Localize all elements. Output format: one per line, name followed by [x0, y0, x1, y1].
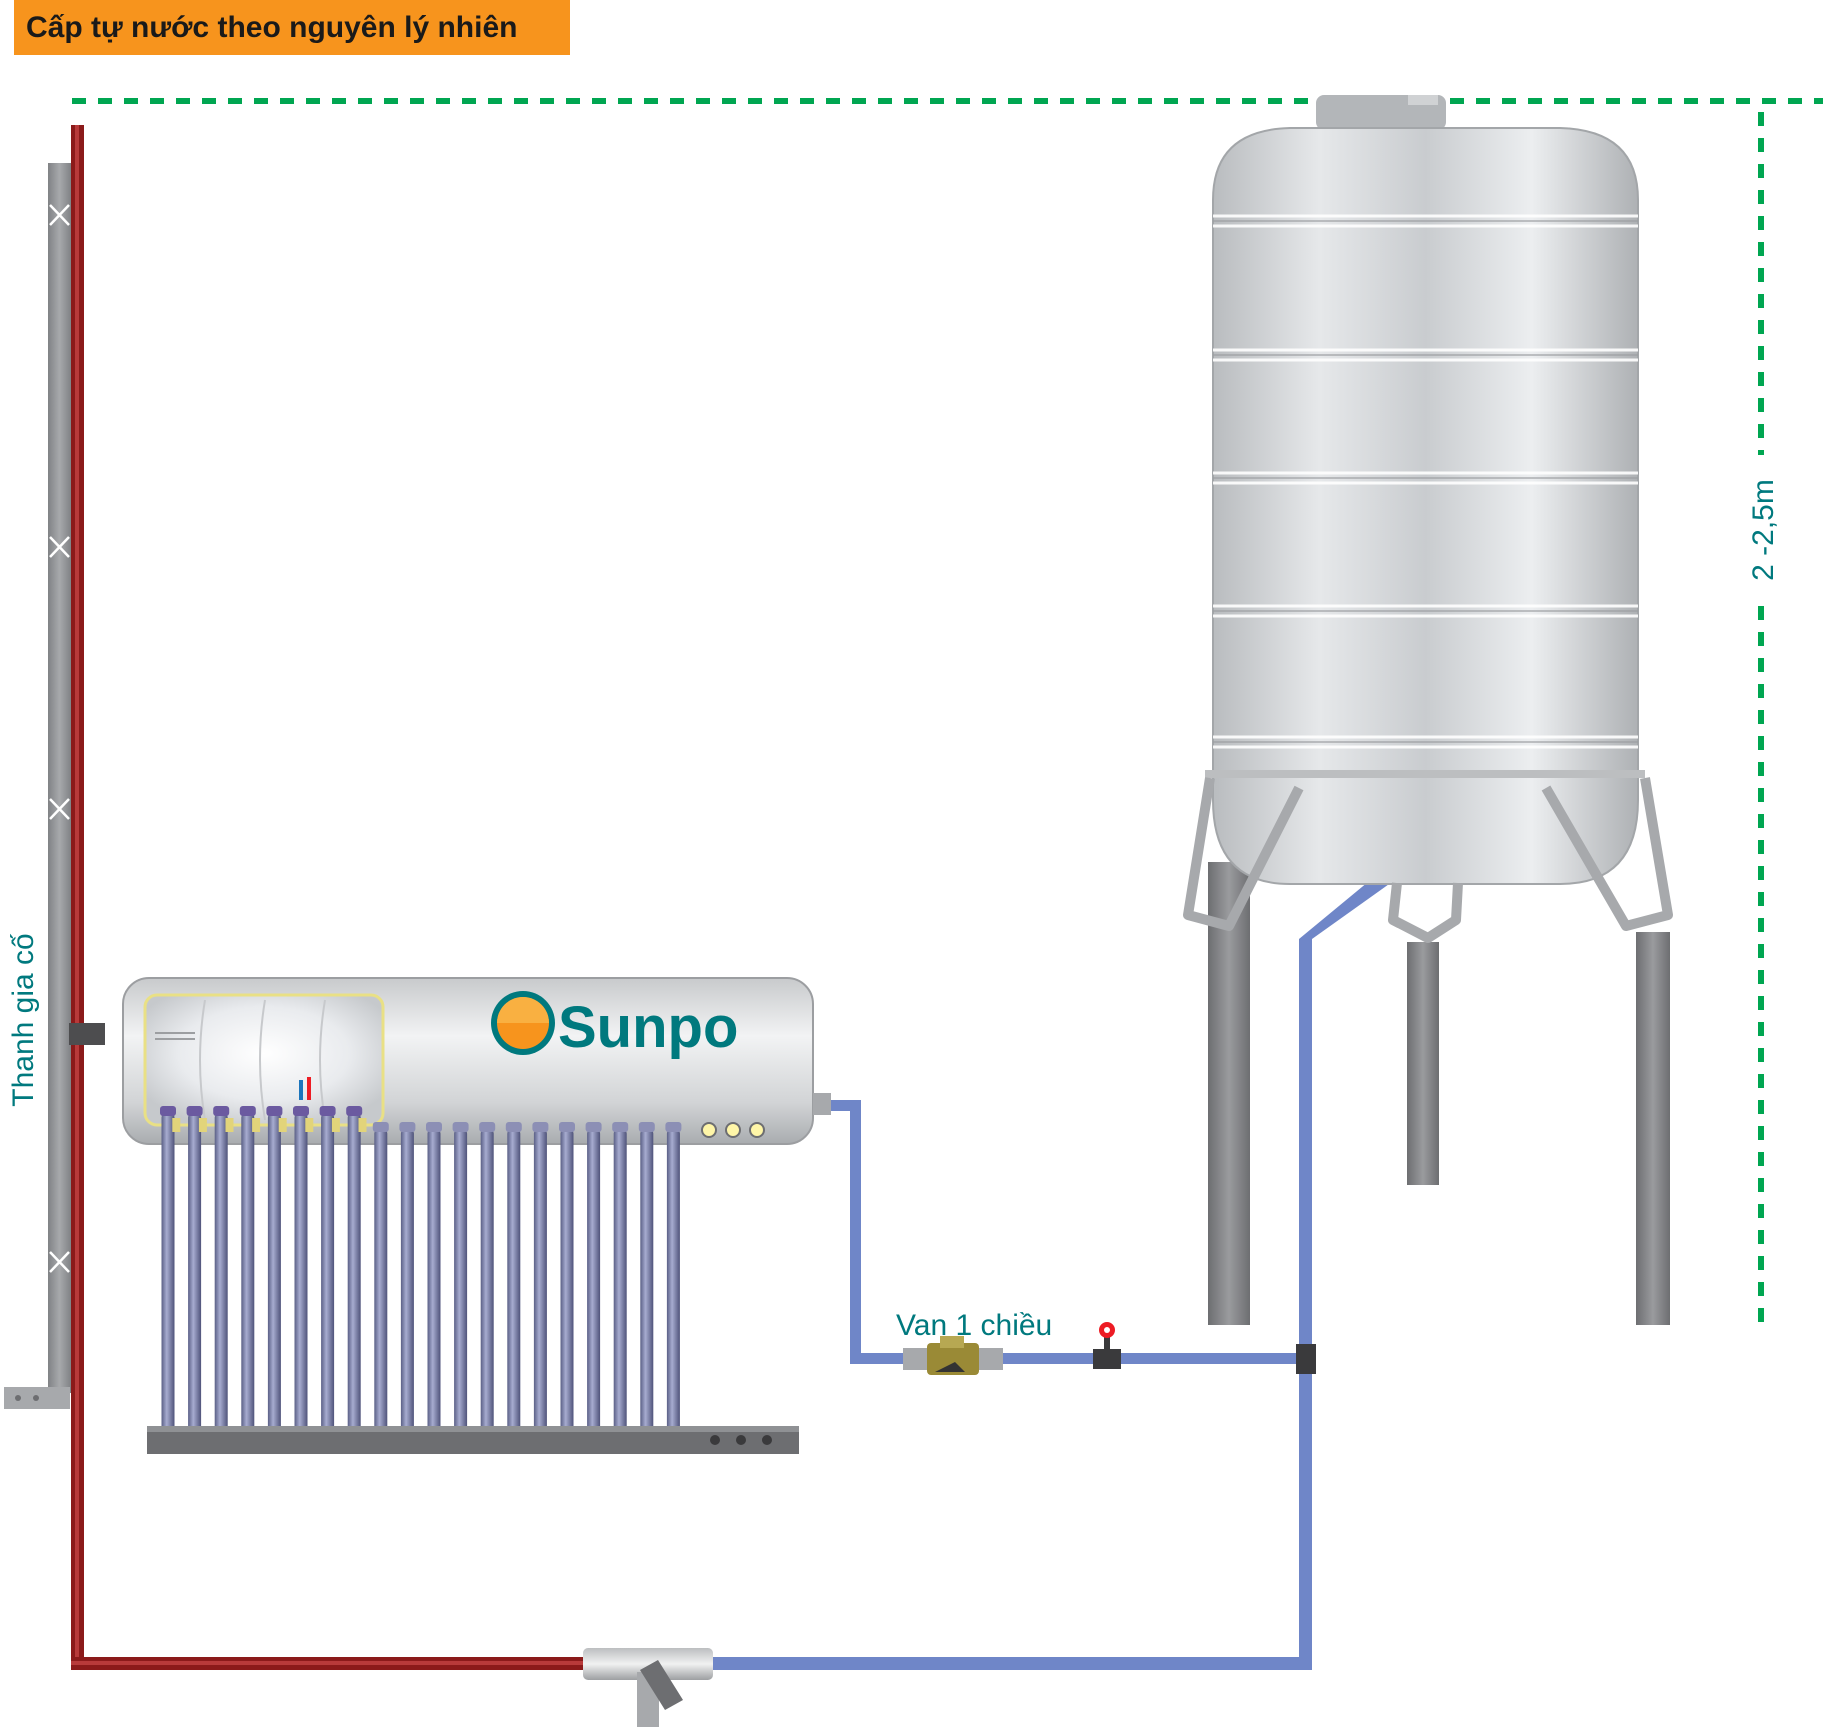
tube-clip [198, 1118, 207, 1132]
tube-cap [665, 1122, 682, 1132]
tube-cap [372, 1122, 389, 1132]
tube-cap [559, 1122, 575, 1132]
check-valve-icon [903, 1336, 1003, 1375]
tube-clip [358, 1118, 367, 1132]
vacuum-tube [400, 1128, 414, 1440]
vacuum-tube [507, 1128, 521, 1440]
vacuum-tube [347, 1112, 361, 1440]
tube-clip [331, 1118, 340, 1132]
tube-cap [160, 1106, 176, 1116]
tube-clip [252, 1118, 261, 1132]
vacuum-tube [640, 1128, 654, 1440]
tube-clip [225, 1118, 234, 1132]
tube-cap [346, 1106, 363, 1116]
vacuum-tube [587, 1128, 601, 1440]
tube-cap [479, 1122, 496, 1132]
vacuum-tubes [160, 1106, 682, 1440]
tube-cap [638, 1122, 655, 1132]
tube-clip [278, 1118, 287, 1132]
hot-cold-indicator-icon [299, 1077, 311, 1100]
diagram-title: Cấp tự nước theo nguyên lý nhiên [26, 10, 518, 44]
heater-window [143, 993, 385, 1127]
tube-cap [239, 1106, 256, 1116]
vacuum-tube [427, 1128, 441, 1440]
tube-cap [505, 1122, 522, 1132]
vacuum-tube [188, 1112, 202, 1440]
tube-cap [319, 1106, 336, 1116]
tube-cap [266, 1106, 283, 1116]
tube-cap [213, 1106, 230, 1116]
vacuum-tube [533, 1128, 547, 1440]
vacuum-tube [374, 1128, 388, 1440]
vacuum-tube [454, 1128, 468, 1440]
cold-pipe [703, 838, 1430, 1670]
tube-cap [399, 1122, 416, 1132]
vacuum-tube [480, 1128, 494, 1440]
tube-cap [186, 1106, 203, 1116]
tube-cap [585, 1122, 602, 1132]
sunpo-logo: Sunpo [491, 991, 738, 1060]
tube-cap [293, 1106, 309, 1116]
vacuum-tube [214, 1112, 228, 1440]
tube-cap [426, 1122, 442, 1132]
tube-cap [612, 1122, 629, 1132]
vacuum-tube [666, 1128, 680, 1440]
water-tank [1183, 95, 1673, 1325]
brand-name: Sunpo [558, 995, 738, 1060]
check-valve-label: Van 1 chiều [896, 1309, 1052, 1342]
heater-rail [147, 1426, 799, 1454]
height-guide: 2 -2,5m [72, 98, 1823, 1322]
title-banner: Cấp tự nước theo nguyên lý nhiên [14, 0, 570, 55]
height-label: 2 -2,5m [1747, 479, 1780, 581]
mixing-tee-icon [583, 1648, 713, 1727]
gate-valve-icon [1093, 1322, 1121, 1369]
vacuum-tube [560, 1128, 574, 1440]
hot-pipe [69, 125, 591, 1670]
tube-clip [172, 1118, 181, 1132]
tube-cap [532, 1122, 549, 1132]
vacuum-tube [613, 1128, 627, 1440]
brace-post [4, 163, 71, 1409]
vacuum-tube [321, 1112, 335, 1440]
tube-cap [452, 1122, 469, 1132]
vacuum-tube [241, 1112, 255, 1440]
solar-heater [122, 977, 831, 1145]
tube-clip [305, 1118, 314, 1132]
vacuum-tube [161, 1112, 175, 1440]
vacuum-tube [267, 1112, 281, 1440]
brace-label: Thanh gia cố [7, 933, 40, 1107]
vacuum-tube [294, 1112, 308, 1440]
